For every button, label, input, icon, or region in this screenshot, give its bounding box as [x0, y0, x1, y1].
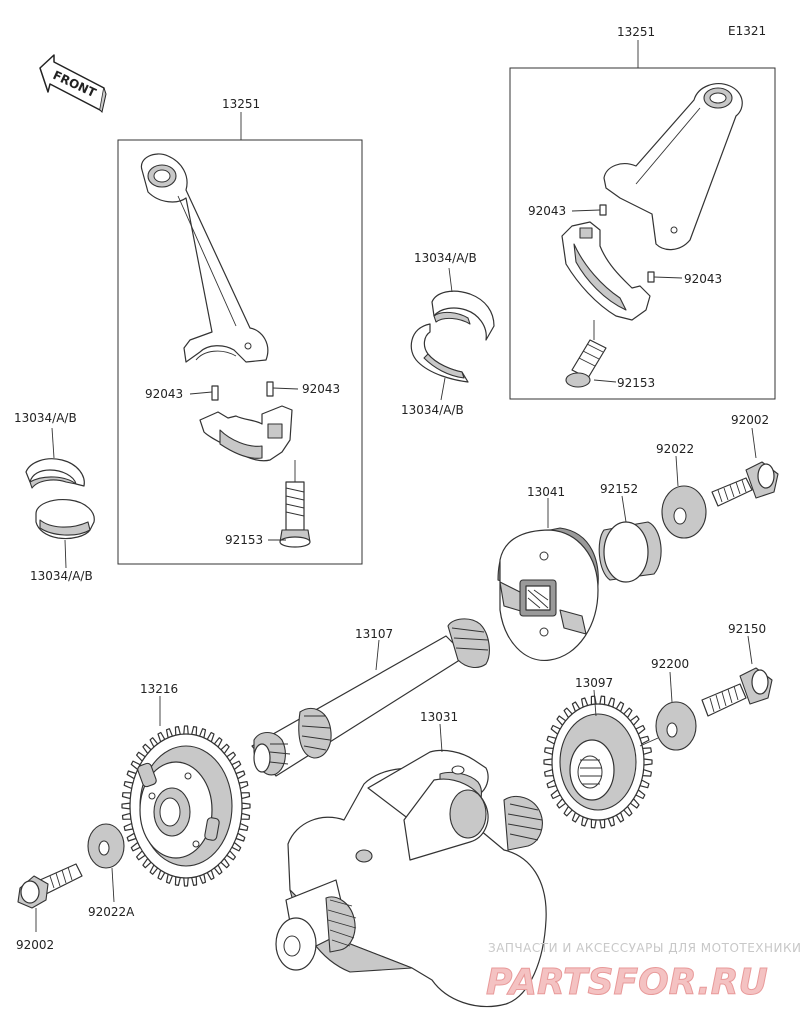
gear-tooth — [241, 802, 251, 810]
bearing-shell-center-lower — [410, 323, 469, 383]
crankshaft — [275, 749, 547, 1008]
gear-tooth — [599, 818, 606, 829]
label-92022A: 92022A — [88, 905, 135, 919]
rod-cap-right — [561, 221, 651, 321]
right-rod-group-box — [509, 67, 776, 400]
label-92150: 92150 — [728, 622, 766, 636]
balancer-weight — [497, 527, 599, 661]
gear-tooth — [121, 792, 132, 800]
bearing-shell-left-lower — [35, 499, 95, 540]
label-92153-right: 92153 — [617, 376, 655, 390]
gear-tooth — [240, 792, 251, 800]
front-arrow-icon: FRONT — [39, 54, 107, 113]
connecting-rod-right — [603, 83, 743, 251]
watermark-logo: PARTSFOR.RU — [486, 962, 768, 1003]
washer-right — [661, 485, 707, 539]
label-92002-right: 92002 — [731, 413, 769, 427]
rod-bolt-right — [565, 339, 607, 388]
label-13041: 13041 — [527, 485, 565, 499]
label-92043-r1: 92043 — [528, 204, 566, 218]
washer-left — [87, 823, 125, 869]
label-13034-left-top: 13034/A/B — [14, 411, 77, 425]
gear-tooth — [183, 877, 189, 887]
rod-bolt-left — [279, 481, 311, 548]
gear-tooth — [240, 812, 251, 820]
label-92152: 92152 — [600, 482, 638, 496]
label-13107: 13107 — [355, 627, 393, 641]
label-92153-left: 92153 — [225, 533, 263, 547]
label-13034-left-bottom: 13034/A/B — [30, 569, 93, 583]
label-92002-left: 92002 — [16, 938, 54, 952]
bearing-shell-left-upper — [25, 458, 85, 489]
collar — [598, 521, 662, 583]
label-13097: 13097 — [575, 676, 613, 690]
label-92022: 92022 — [656, 442, 694, 456]
gear-tooth — [183, 725, 189, 735]
left-rod-group-box — [117, 139, 363, 565]
label-92043-r2: 92043 — [684, 272, 722, 286]
gear-tooth — [643, 758, 653, 766]
diagram-id: E1321 — [728, 24, 766, 38]
gear-tooth — [590, 818, 597, 829]
watermark-caption: ЗАПЧАСТИ И АКСЕССУАРЫ ДЛЯ МОТОТЕХНИКИ — [488, 941, 800, 955]
label-92200: 92200 — [651, 657, 689, 671]
gear-tooth — [543, 758, 553, 766]
label-92043-l1: 92043 — [145, 387, 183, 401]
balancer-shaft — [251, 618, 490, 777]
connecting-rod-left — [140, 153, 269, 363]
gear-tooth — [599, 695, 606, 706]
label-13034-center-bottom: 13034/A/B — [401, 403, 464, 417]
flange-bolt-lower-right — [701, 667, 773, 717]
label-13251-right: 13251 — [617, 25, 655, 39]
bearing-shell-center-upper — [431, 290, 495, 341]
gear-tooth — [121, 802, 131, 810]
label-13034-center-top: 13034/A/B — [414, 251, 477, 265]
rod-cap-left — [199, 405, 293, 462]
label-13216: 13216 — [140, 682, 178, 696]
gear-tooth — [121, 812, 132, 820]
gear-right — [543, 695, 653, 829]
label-13251-left: 13251 — [222, 97, 260, 111]
flange-bolt-upper-right — [711, 461, 779, 507]
label-92043-l2: 92043 — [302, 382, 340, 396]
washer-right-lower — [655, 701, 697, 751]
dowel-pins-left — [211, 381, 274, 401]
gear-left — [121, 725, 251, 887]
label-13031: 13031 — [420, 710, 458, 724]
flange-bolt-lower-left — [17, 863, 83, 909]
